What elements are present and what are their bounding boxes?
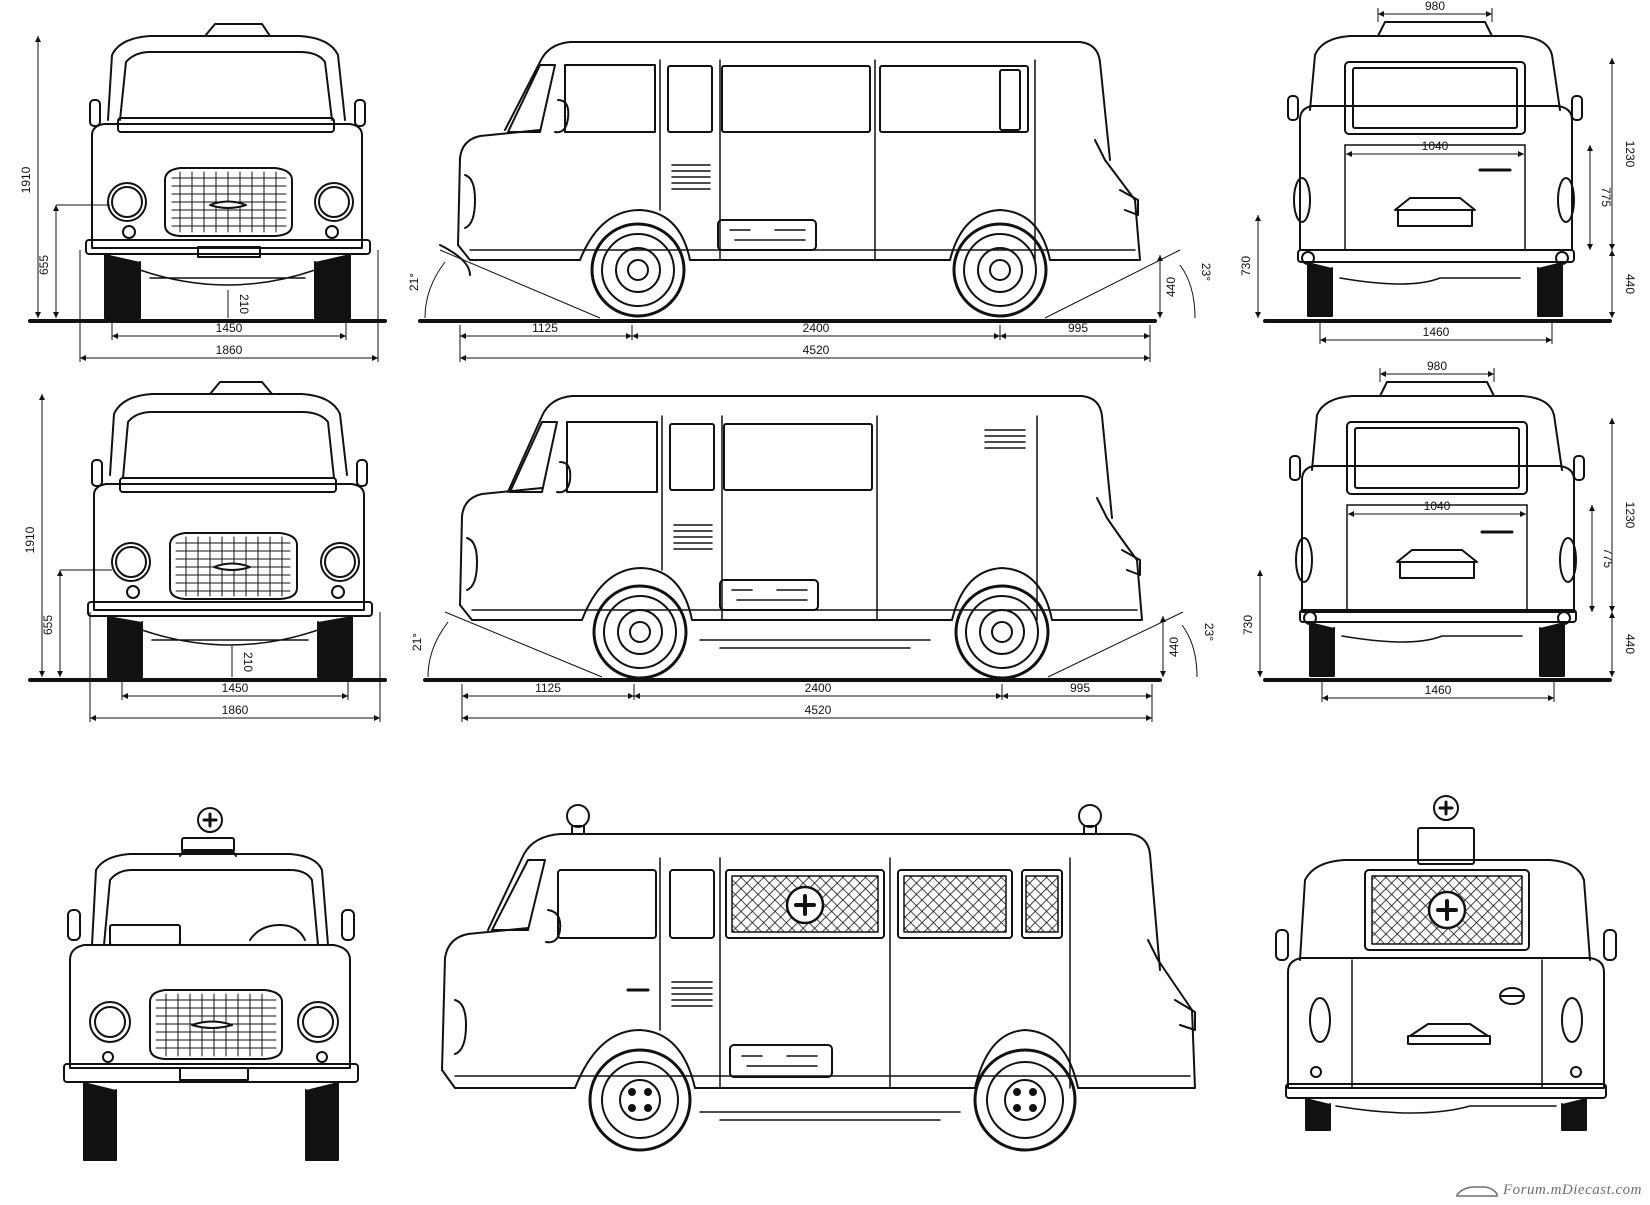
dim-clearance: 210 xyxy=(241,652,255,672)
dim-lamp-height: 730 xyxy=(1239,256,1253,276)
dim-door-width: 1040 xyxy=(1422,139,1449,153)
car-logo-icon xyxy=(1456,1185,1498,1197)
dim-front-overhang: 1125 xyxy=(532,321,558,335)
watermark: Forum.mDiecast.com xyxy=(1455,1182,1642,1199)
dim-roof-width: 980 xyxy=(1425,0,1445,13)
dim-door-height: 775 xyxy=(1599,187,1613,207)
dim-door-width: 1040 xyxy=(1424,499,1451,513)
front-view-ambulance xyxy=(63,807,359,1161)
dim-height: 1910 xyxy=(23,526,37,553)
dim-length: 4520 xyxy=(805,703,832,717)
dim-length: 4520 xyxy=(803,343,830,357)
dim-floor-height: 440 xyxy=(1623,274,1637,294)
dim-track: 1450 xyxy=(222,681,249,695)
dim-rear-height: 440 xyxy=(1164,277,1178,297)
dim-rear-overhang: 995 xyxy=(1070,681,1090,695)
dim-clearance: 210 xyxy=(237,294,251,314)
rear-view-ambulance xyxy=(1275,795,1617,1131)
dim-rear-track: 1460 xyxy=(1425,683,1452,697)
dim-departure-angle: 23° xyxy=(1199,263,1213,281)
dim-front-overhang: 1125 xyxy=(535,681,561,695)
dim-height: 1910 xyxy=(19,166,33,193)
dim-lamp-height: 655 xyxy=(37,255,51,275)
dim-lamp-height: 655 xyxy=(41,615,55,635)
dim-departure-angle: 23° xyxy=(1202,623,1216,641)
rear-view-bus xyxy=(1263,21,1612,323)
dim-roof-width: 980 xyxy=(1427,359,1447,373)
dim-approach-angle: 21° xyxy=(407,273,421,291)
side-view-ambulance xyxy=(441,804,1196,1152)
side-view-van xyxy=(423,395,1162,682)
dim-wheelbase: 2400 xyxy=(805,681,832,695)
side-view-bus xyxy=(418,41,1157,323)
dim-lamp-height: 730 xyxy=(1241,615,1255,635)
dimension-lines xyxy=(35,8,1615,722)
dim-width: 1860 xyxy=(216,343,243,357)
rear-view-van xyxy=(1263,381,1612,682)
dim-floor-height: 440 xyxy=(1623,634,1637,654)
dim-rear-height: 1230 xyxy=(1623,141,1637,168)
dim-rear-overhang: 995 xyxy=(1068,321,1088,335)
front-view-bus xyxy=(28,23,387,323)
dim-track: 1450 xyxy=(216,321,243,335)
dim-rear-track: 1460 xyxy=(1423,325,1450,339)
watermark-text: Forum.mDiecast.com xyxy=(1503,1182,1642,1198)
dimension-labels: 1910 655 210 1450 1860 21° 23° 440 1125 … xyxy=(19,0,1637,717)
dim-wheelbase: 2400 xyxy=(803,321,830,335)
dim-rear-height: 1230 xyxy=(1623,502,1637,529)
front-view-van xyxy=(28,381,387,682)
dim-width: 1860 xyxy=(222,703,249,717)
dim-rear-height: 440 xyxy=(1167,637,1181,657)
dim-approach-angle: 21° xyxy=(410,633,424,651)
dim-door-height: 775 xyxy=(1601,548,1615,568)
